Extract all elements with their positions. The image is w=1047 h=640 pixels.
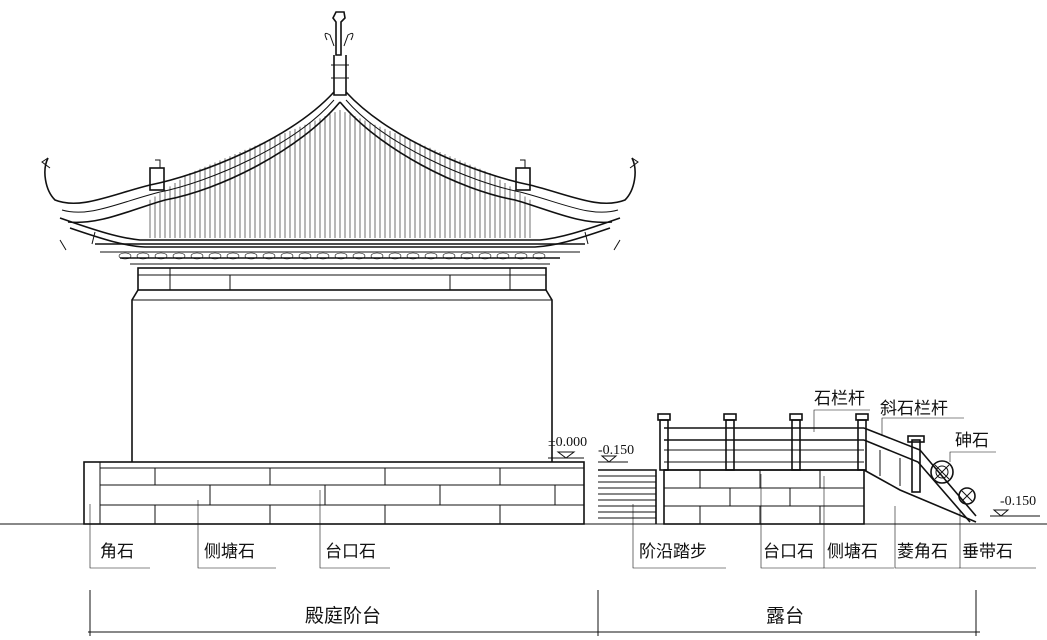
terrace: [657, 413, 977, 525]
elevation-zero: ±0.000: [548, 435, 587, 450]
dimension-lines: [88, 590, 980, 636]
label-linjiaoshi: 菱角石: [897, 542, 948, 562]
roof-tiles: [149, 110, 531, 238]
eave-brackets: [118, 252, 546, 260]
label-cetangshi-left: 侧塘石: [204, 542, 255, 562]
label-shilangan: 石栏杆: [814, 389, 865, 409]
stone-joints: [154, 468, 556, 524]
label-taikoushi-right: 台口石: [763, 542, 814, 562]
label-taikoushi-left: 台口石: [325, 542, 376, 562]
ridge-finial-icon: [324, 11, 354, 96]
section-terrace: 露台: [766, 605, 804, 627]
elevation-ground-right: -0.150: [1000, 494, 1036, 509]
label-jiaoshi: 角石: [100, 542, 134, 562]
elevation-markers: [548, 451, 1040, 517]
hall-platform: [83, 461, 585, 525]
steps: [598, 469, 657, 524]
elevation-step: -0.150: [598, 443, 634, 458]
label-xieshilangan: 斜石栏杆: [880, 399, 948, 419]
section-hall-platform: 殿庭阶台: [305, 605, 381, 627]
label-cetangshi-right: 侧塘石: [827, 542, 878, 562]
label-chuidaishi: 垂带石: [962, 542, 1013, 562]
drum-stone-icon: [930, 460, 976, 505]
hall-body: [131, 267, 553, 462]
label-shenshi: 砷石: [955, 431, 989, 451]
hip-roof: [41, 11, 639, 265]
leader-lines: [89, 409, 1036, 569]
label-jieyan-tabu: 阶沿踏步: [639, 542, 707, 562]
